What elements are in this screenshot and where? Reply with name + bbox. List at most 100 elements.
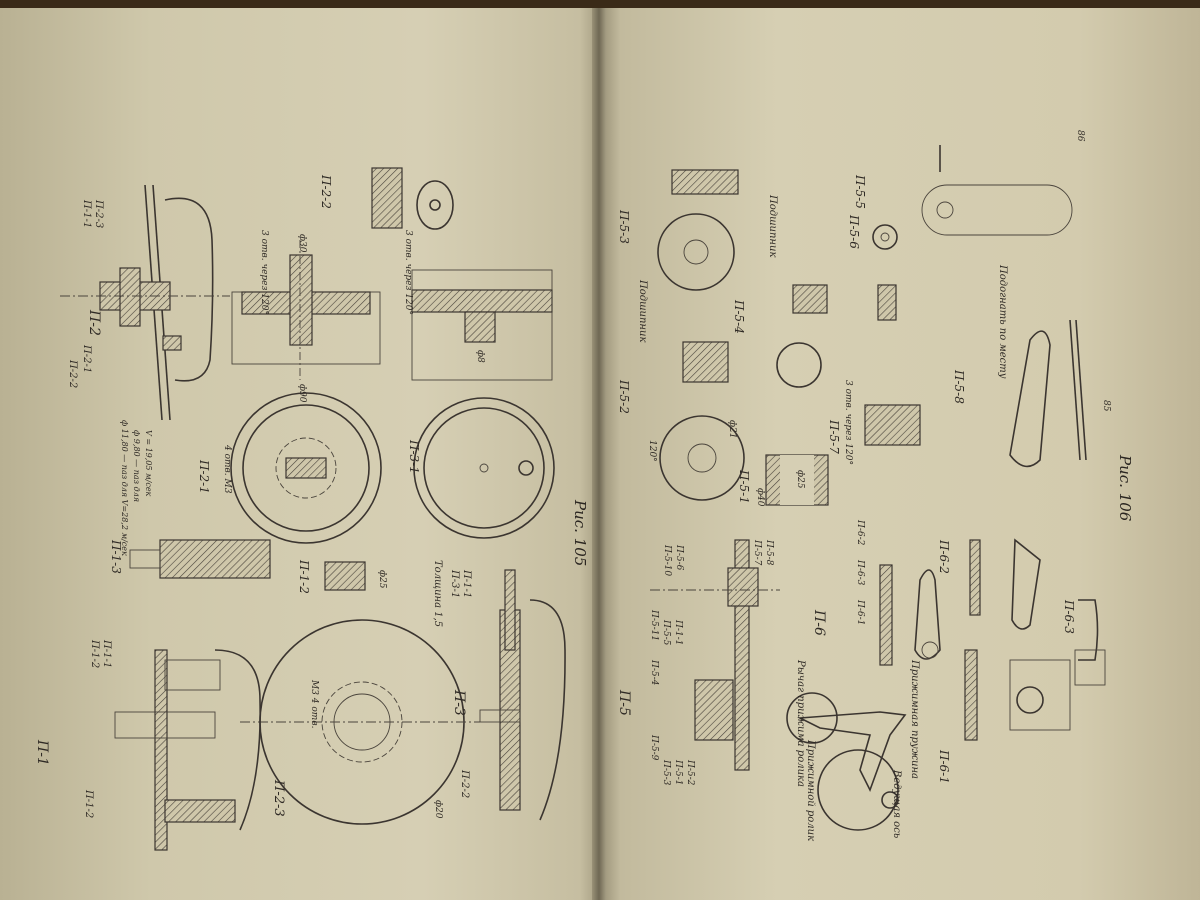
label-speed-c: V = 19,05 м/сек	[144, 430, 153, 497]
label-p5: П-5	[616, 689, 632, 716]
right-page	[596, 0, 1200, 900]
assembly-p1	[114, 649, 261, 851]
label-holes-4: 4 отв. М3	[222, 444, 232, 494]
disc-p3-1	[413, 397, 555, 539]
label-p1: П-1	[34, 739, 50, 766]
label-p1-2-asm: П-1-2	[89, 639, 100, 668]
label-p6-3: П-6-3	[1062, 599, 1076, 634]
label-d25-r: ф25	[795, 470, 805, 489]
label-p6: П-6	[811, 609, 827, 636]
label-p5-6: П-5-6	[847, 214, 861, 249]
label-m3-holes: М3 4 отв.	[309, 679, 319, 729]
part-p5-3	[657, 169, 739, 291]
label-thickness: Толщина 1,5	[432, 560, 443, 627]
label-p2-2-asm: П-2-2	[459, 769, 470, 798]
label-p1-1-asm2: П-1-1	[461, 569, 472, 598]
label-p5-1b: П-5-1	[673, 759, 683, 785]
part-p5-5	[921, 145, 1073, 236]
label-p6-1b: П-6-1	[855, 599, 865, 625]
label-holes-r: 3 отв. через 120°	[843, 380, 853, 465]
label-p5-3: П-5-3	[617, 209, 631, 244]
part-p6	[879, 564, 941, 666]
label-p2-3: П-2-3	[93, 199, 104, 228]
label-120deg: 120°	[647, 440, 657, 462]
label-bearing-2: Подшипник	[767, 194, 778, 257]
label-p6-2: П-6-2	[937, 539, 951, 574]
label-p2-3-disc: П-2-3	[271, 779, 286, 817]
label-p1-3: П-1-3	[109, 539, 123, 574]
label-p1-1-r: П-1-1	[673, 619, 683, 645]
label-d86: 86	[1075, 130, 1085, 142]
label-d30: ф30	[297, 234, 307, 253]
label-p5-3b: П-5-3	[661, 759, 671, 786]
part-p5-7	[864, 404, 921, 446]
label-p5-7: П-5-7	[827, 419, 841, 454]
part-p5-2	[659, 341, 745, 501]
label-d25: ф25	[377, 570, 387, 589]
label-holes-3: 3 отв. через 120°	[259, 230, 269, 315]
part-p5-4	[776, 284, 828, 388]
roller-mechanism	[786, 692, 907, 831]
part-p3-1-profile	[411, 269, 553, 381]
label-p5-8: П-5-8	[952, 369, 966, 404]
label-p5-9: П-5-9	[649, 734, 659, 761]
left-labels: П-2 П-2-2 П-2-1 П-1-1 П-2-3 П-2-2 П-2-1 …	[34, 174, 589, 819]
part-p1-2-bushing	[324, 561, 366, 591]
caption-fig-106: Рис. 106	[1116, 454, 1134, 522]
label-d8: ф8	[475, 350, 485, 363]
assembly-p5	[650, 539, 780, 771]
label-p3-1-disc: П-3-1	[407, 439, 421, 474]
label-p5-7b: П-5-7	[752, 539, 762, 566]
label-p5-8b: П-5-8	[764, 539, 774, 566]
label-p5-5: П-5-5	[853, 174, 867, 209]
label-d90: ф90	[297, 384, 307, 403]
part-p2-1-profile	[231, 240, 381, 380]
label-roller: Прижимной ролик	[805, 739, 816, 841]
label-speed-a: ф 11,80 — паз для V=28,2 м/сек	[120, 420, 129, 556]
label-spring: Прижимная пружина	[909, 659, 920, 779]
part-p6-2	[969, 538, 1041, 630]
label-p6-2b: П-6-2	[855, 519, 865, 546]
label-p5-11: П-5-11	[649, 609, 659, 641]
label-p3-1-asm: П-3-1	[449, 569, 460, 598]
label-lever: Рычаг прижима ролика	[795, 659, 806, 787]
label-d21: ф21	[727, 420, 737, 439]
disc-p2-1	[230, 392, 382, 544]
label-d85: 85	[1101, 400, 1111, 412]
caption-fig-105: Рис. 105	[571, 499, 589, 566]
label-p1-1-asm: П-1-1	[101, 639, 112, 668]
part-p6-1	[964, 649, 1071, 741]
label-p1-2: П-1-2	[297, 559, 311, 594]
part-p5-8	[1009, 319, 1087, 468]
label-p5-2: П-5-2	[617, 379, 631, 414]
label-holes-3b: 3 отв. через 120°	[403, 230, 413, 315]
assembly-p2	[60, 184, 230, 421]
label-p2-2: П-2-2	[67, 359, 78, 388]
left-drawings	[60, 167, 566, 851]
label-p6-3b: П-6-3	[855, 559, 865, 586]
label-d20: ф20	[433, 800, 443, 819]
label-magnet: Подогнать по месту	[997, 264, 1008, 379]
label-p2-1: П-2-1	[81, 344, 92, 373]
assembly-p3	[479, 569, 566, 821]
label-d40: ф40	[755, 488, 765, 507]
label-p1-2-bottom: П-1-2	[83, 789, 94, 818]
label-p5-6b: П-5-6	[674, 544, 684, 571]
part-p1-3-shaft	[129, 539, 271, 579]
right-labels: П-5-3 П-5-2 П-5-4 П-5-1 П-5-5 П-5-6 П-5-…	[616, 130, 1134, 841]
label-p2: П-2	[86, 309, 102, 336]
label-p1-1: П-1-1	[81, 199, 92, 228]
part-p2-2-small	[371, 167, 454, 230]
label-shaft: Ведущая ось	[891, 769, 902, 838]
label-p2-1-disc: П-2-1	[197, 459, 211, 494]
label-p5-4: П-5-4	[732, 299, 746, 334]
label-p6-1: П-6-1	[937, 749, 951, 784]
label-bearing-1: Подшипник	[637, 279, 648, 342]
part-p6-3	[1074, 599, 1106, 686]
label-p5-1: П-5-1	[737, 469, 751, 504]
label-p2-2-top: П-2-2	[319, 174, 333, 209]
label-p3: П-3	[451, 689, 467, 716]
label-p5-2b: П-5-2	[685, 759, 695, 786]
right-drawings	[650, 145, 1106, 831]
